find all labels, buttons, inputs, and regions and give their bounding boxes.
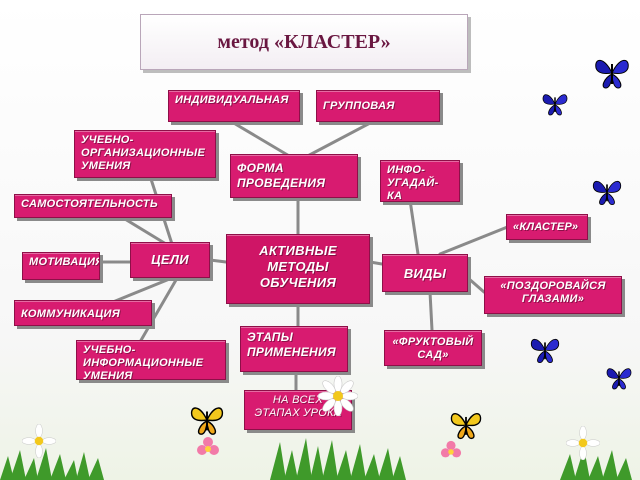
node-motivation: МОТИВАЦИЯ	[22, 252, 100, 280]
node-types: ВИДЫ	[382, 254, 468, 292]
node-communication: КОММУНИКАЦИЯ	[14, 300, 152, 326]
line-individual-form	[230, 120, 298, 162]
node-info-guess: ИНФО-УГАДАЙ-КА	[380, 160, 460, 202]
line-goals-center	[208, 258, 228, 264]
butterfly-icon	[542, 94, 568, 116]
butterfly-icon	[592, 180, 622, 206]
line-communication-goals	[106, 276, 174, 306]
page-title: метод «КЛАСТЕР»	[140, 14, 468, 70]
line-infoguess-types	[408, 198, 420, 256]
pink-flower-icon	[440, 440, 462, 458]
node-individual: ИНДИВИДУАЛЬНАЯ	[168, 90, 300, 122]
butterfly-icon	[190, 407, 224, 435]
line-fruit-types	[428, 290, 434, 332]
line-independence-goals	[118, 214, 168, 246]
node-fruit-garden: «ФРУКТОВЫЙ САД»	[384, 330, 482, 366]
line-group-form	[298, 120, 374, 162]
line-infoskills-goals	[138, 278, 178, 344]
pink-flower-icon	[197, 437, 219, 455]
daisy-icon	[22, 424, 56, 458]
node-independence: САМОСТОЯТЕЛЬНОСТЬ	[14, 194, 172, 218]
daisy-icon	[318, 376, 358, 416]
grass-decoration	[0, 438, 632, 480]
daisy-icon	[566, 426, 600, 460]
node-greet-eyes: «ПОЗДОРОВАЙСЯ ГЛАЗАМИ»	[484, 276, 622, 314]
node-educational-info-skills: УЧЕБНО-ИНФОРМАЦИОННЫЕ УМЕНИЯ	[76, 340, 226, 380]
node-group: ГРУППОВАЯ	[316, 90, 440, 122]
butterfly-icon	[595, 59, 629, 89]
node-cluster: «КЛАСТЕР»	[506, 214, 588, 240]
node-goals: ЦЕЛИ	[130, 242, 210, 278]
line-cluster-types	[438, 224, 512, 256]
butterfly-icon	[530, 338, 560, 364]
node-stages: ЭТАПЫ ПРИМЕНЕНИЯ	[240, 326, 348, 372]
line-center-types	[368, 260, 384, 266]
butterfly-icon	[450, 413, 482, 440]
line-greet-types	[466, 276, 486, 294]
node-active-methods: АКТИВНЫЕ МЕТОДЫ ОБУЧЕНИЯ	[226, 234, 370, 304]
node-educational-org-skills: УЧЕБНО-ОРГАНИЗАЦИОННЫЕ УМЕНИЯ	[74, 130, 216, 178]
node-form: ФОРМА ПРОВЕДЕНИЯ	[230, 154, 358, 198]
butterfly-icon	[606, 368, 632, 390]
